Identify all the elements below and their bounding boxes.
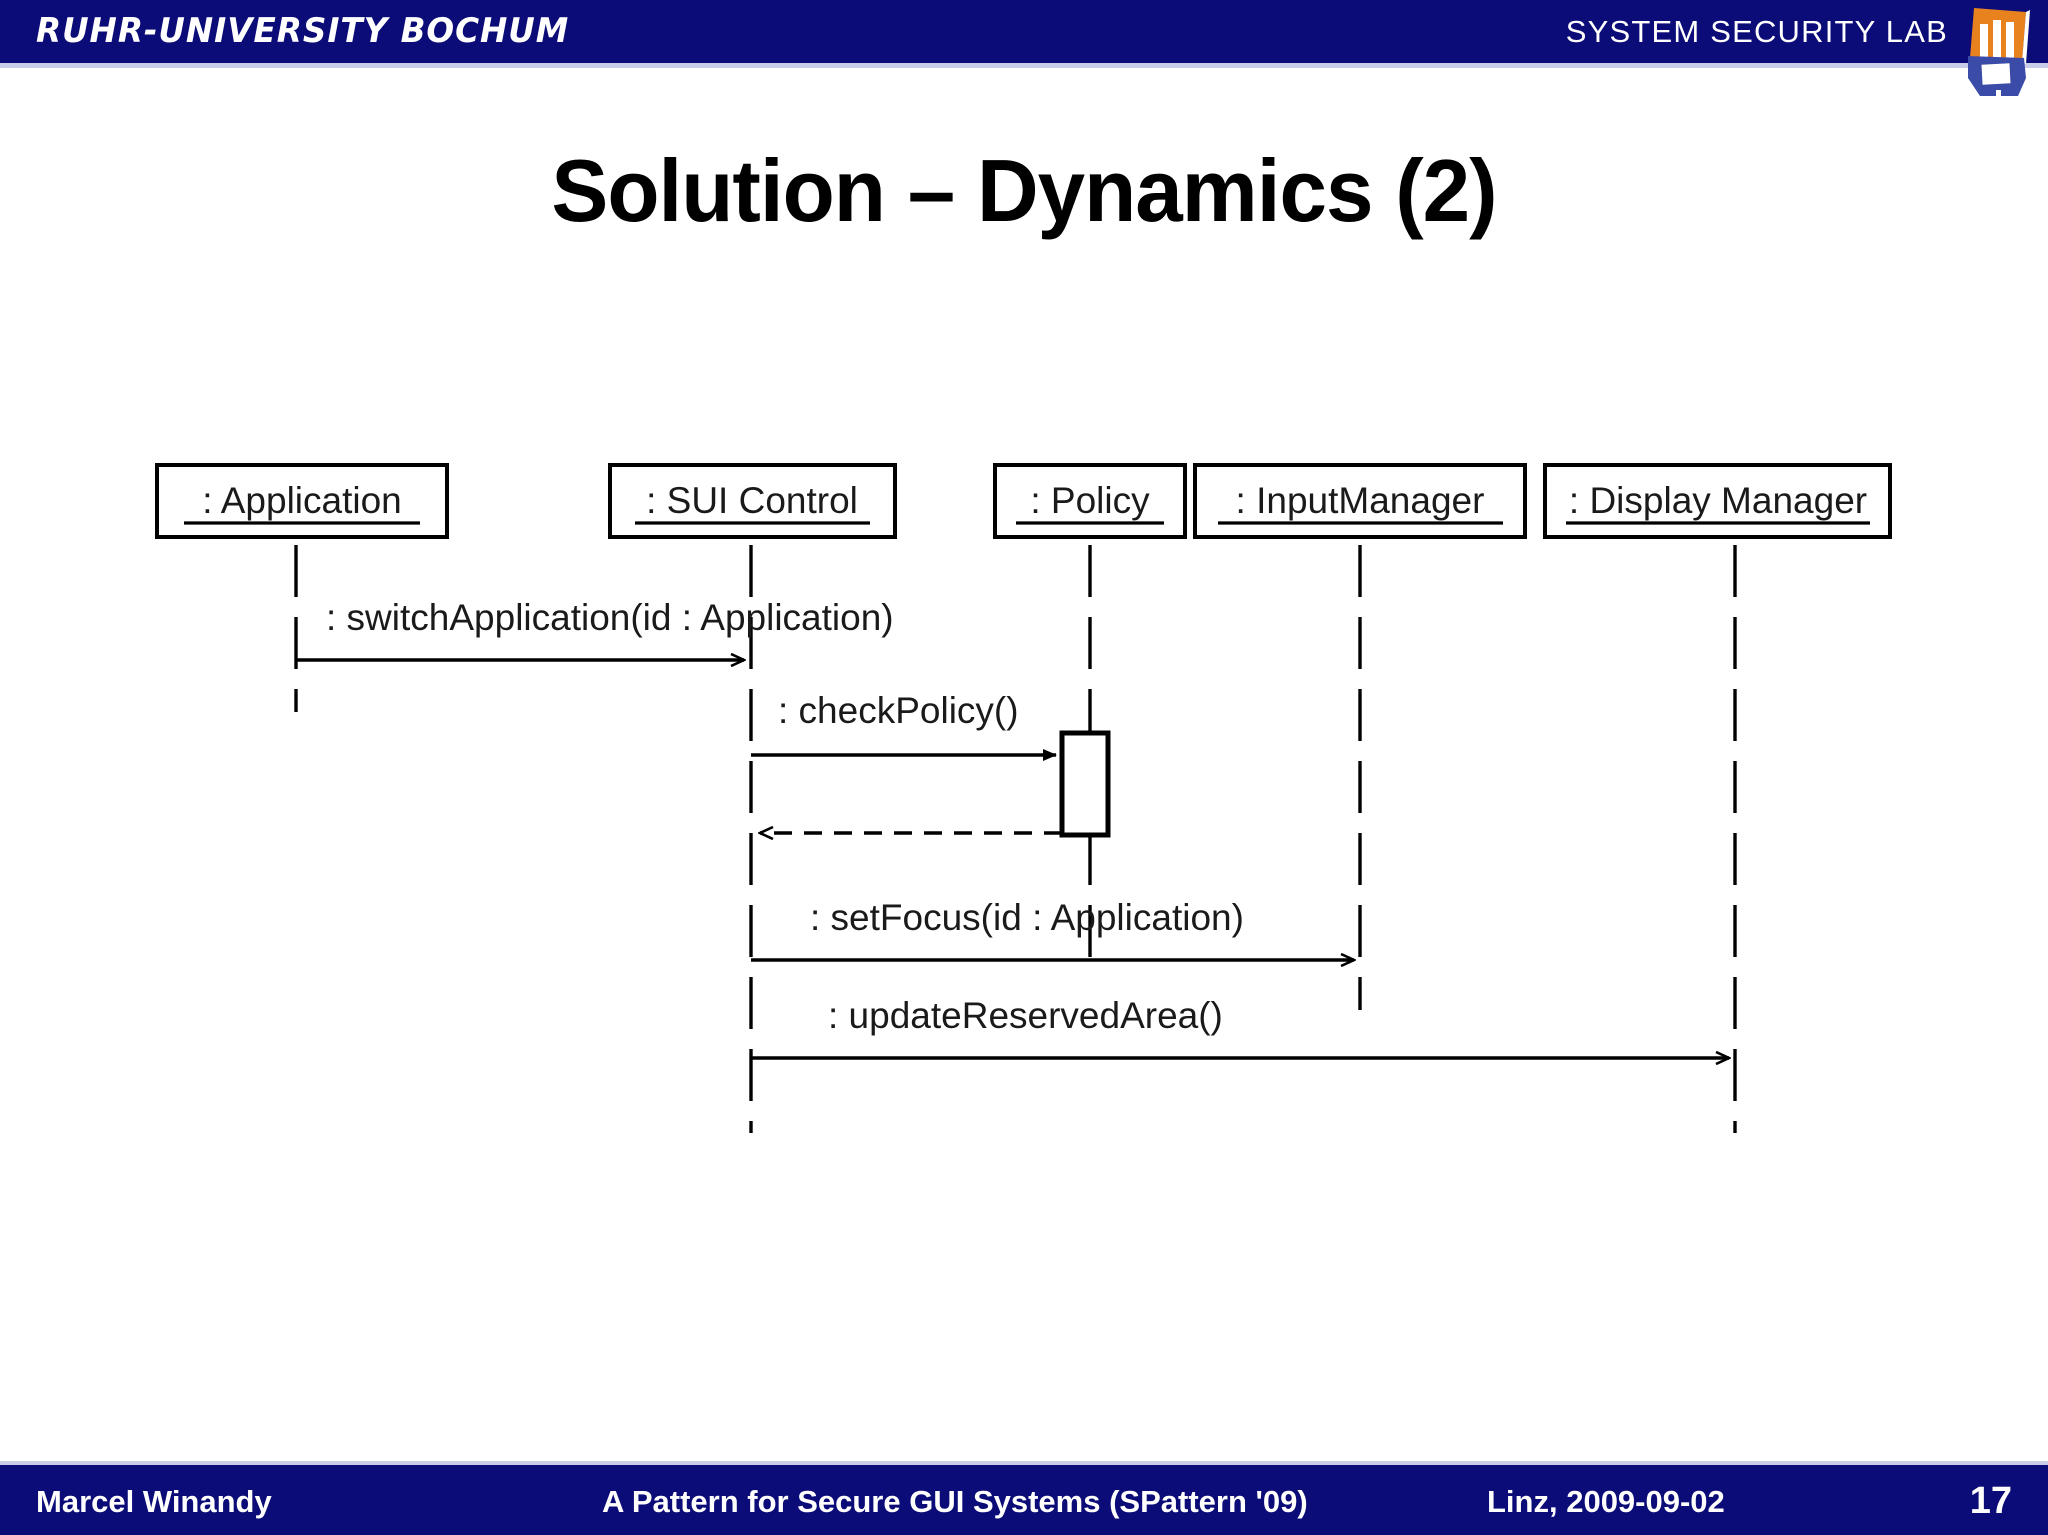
lifeline-label-sui-control: : SUI Control: [646, 480, 858, 521]
lifeline-dashes: [294, 545, 1737, 1133]
message-set-focus[interactable]: : setFocus(id : Application): [751, 897, 1354, 960]
footer-bar: [0, 1465, 2048, 1535]
activation-bar-policy: [1059, 730, 1111, 838]
footer-divider: [0, 1461, 2048, 1465]
message-label-switch-application: : switchApplication(id : Application): [326, 597, 894, 638]
lifeline-head-sui-control[interactable]: : SUI Control: [608, 463, 897, 539]
lifeline-label-policy: : Policy: [1030, 480, 1150, 521]
lifeline-label-input-manager: : InputManager: [1236, 480, 1485, 521]
footer-place-date: Linz, 2009-09-02: [1487, 1484, 1725, 1519]
hand-logo-icon: [1956, 6, 2034, 100]
message-label-update-reserved-area: : updateReservedArea(): [828, 995, 1223, 1036]
footer-presentation-title: A Pattern for Secure GUI Systems (SPatte…: [602, 1484, 1308, 1519]
footer-author: Marcel Winandy: [36, 1484, 272, 1519]
lifeline-head-input-manager[interactable]: : InputManager: [1193, 463, 1527, 539]
message-label-check-policy: : checkPolicy(): [778, 690, 1019, 731]
footer-page-number: 17: [1969, 1480, 2012, 1522]
header-divider: [0, 63, 2048, 68]
lifeline-head-application[interactable]: : Application: [155, 463, 449, 539]
lifeline-label-display-manager: : Display Manager: [1569, 480, 1867, 521]
lab-name: SYSTEM SECURITY LAB: [1565, 14, 1948, 49]
lifeline-head-display-manager[interactable]: : Display Manager: [1543, 463, 1892, 539]
university-name: RUHR-UNIVERSITY BOCHUM: [36, 11, 570, 51]
message-update-reserved-area[interactable]: : updateReservedArea(): [751, 995, 1729, 1058]
header-bar: [0, 0, 2048, 63]
message-switch-application[interactable]: : switchApplication(id : Application): [296, 597, 894, 660]
message-label-set-focus: : setFocus(id : Application): [810, 897, 1244, 938]
message-check-policy[interactable]: : checkPolicy(): [751, 690, 1057, 761]
lifeline-head-policy[interactable]: : Policy: [993, 463, 1187, 539]
lifeline-label-application: : Application: [202, 480, 402, 521]
page-title: Solution – Dynamics (2): [551, 141, 1497, 240]
